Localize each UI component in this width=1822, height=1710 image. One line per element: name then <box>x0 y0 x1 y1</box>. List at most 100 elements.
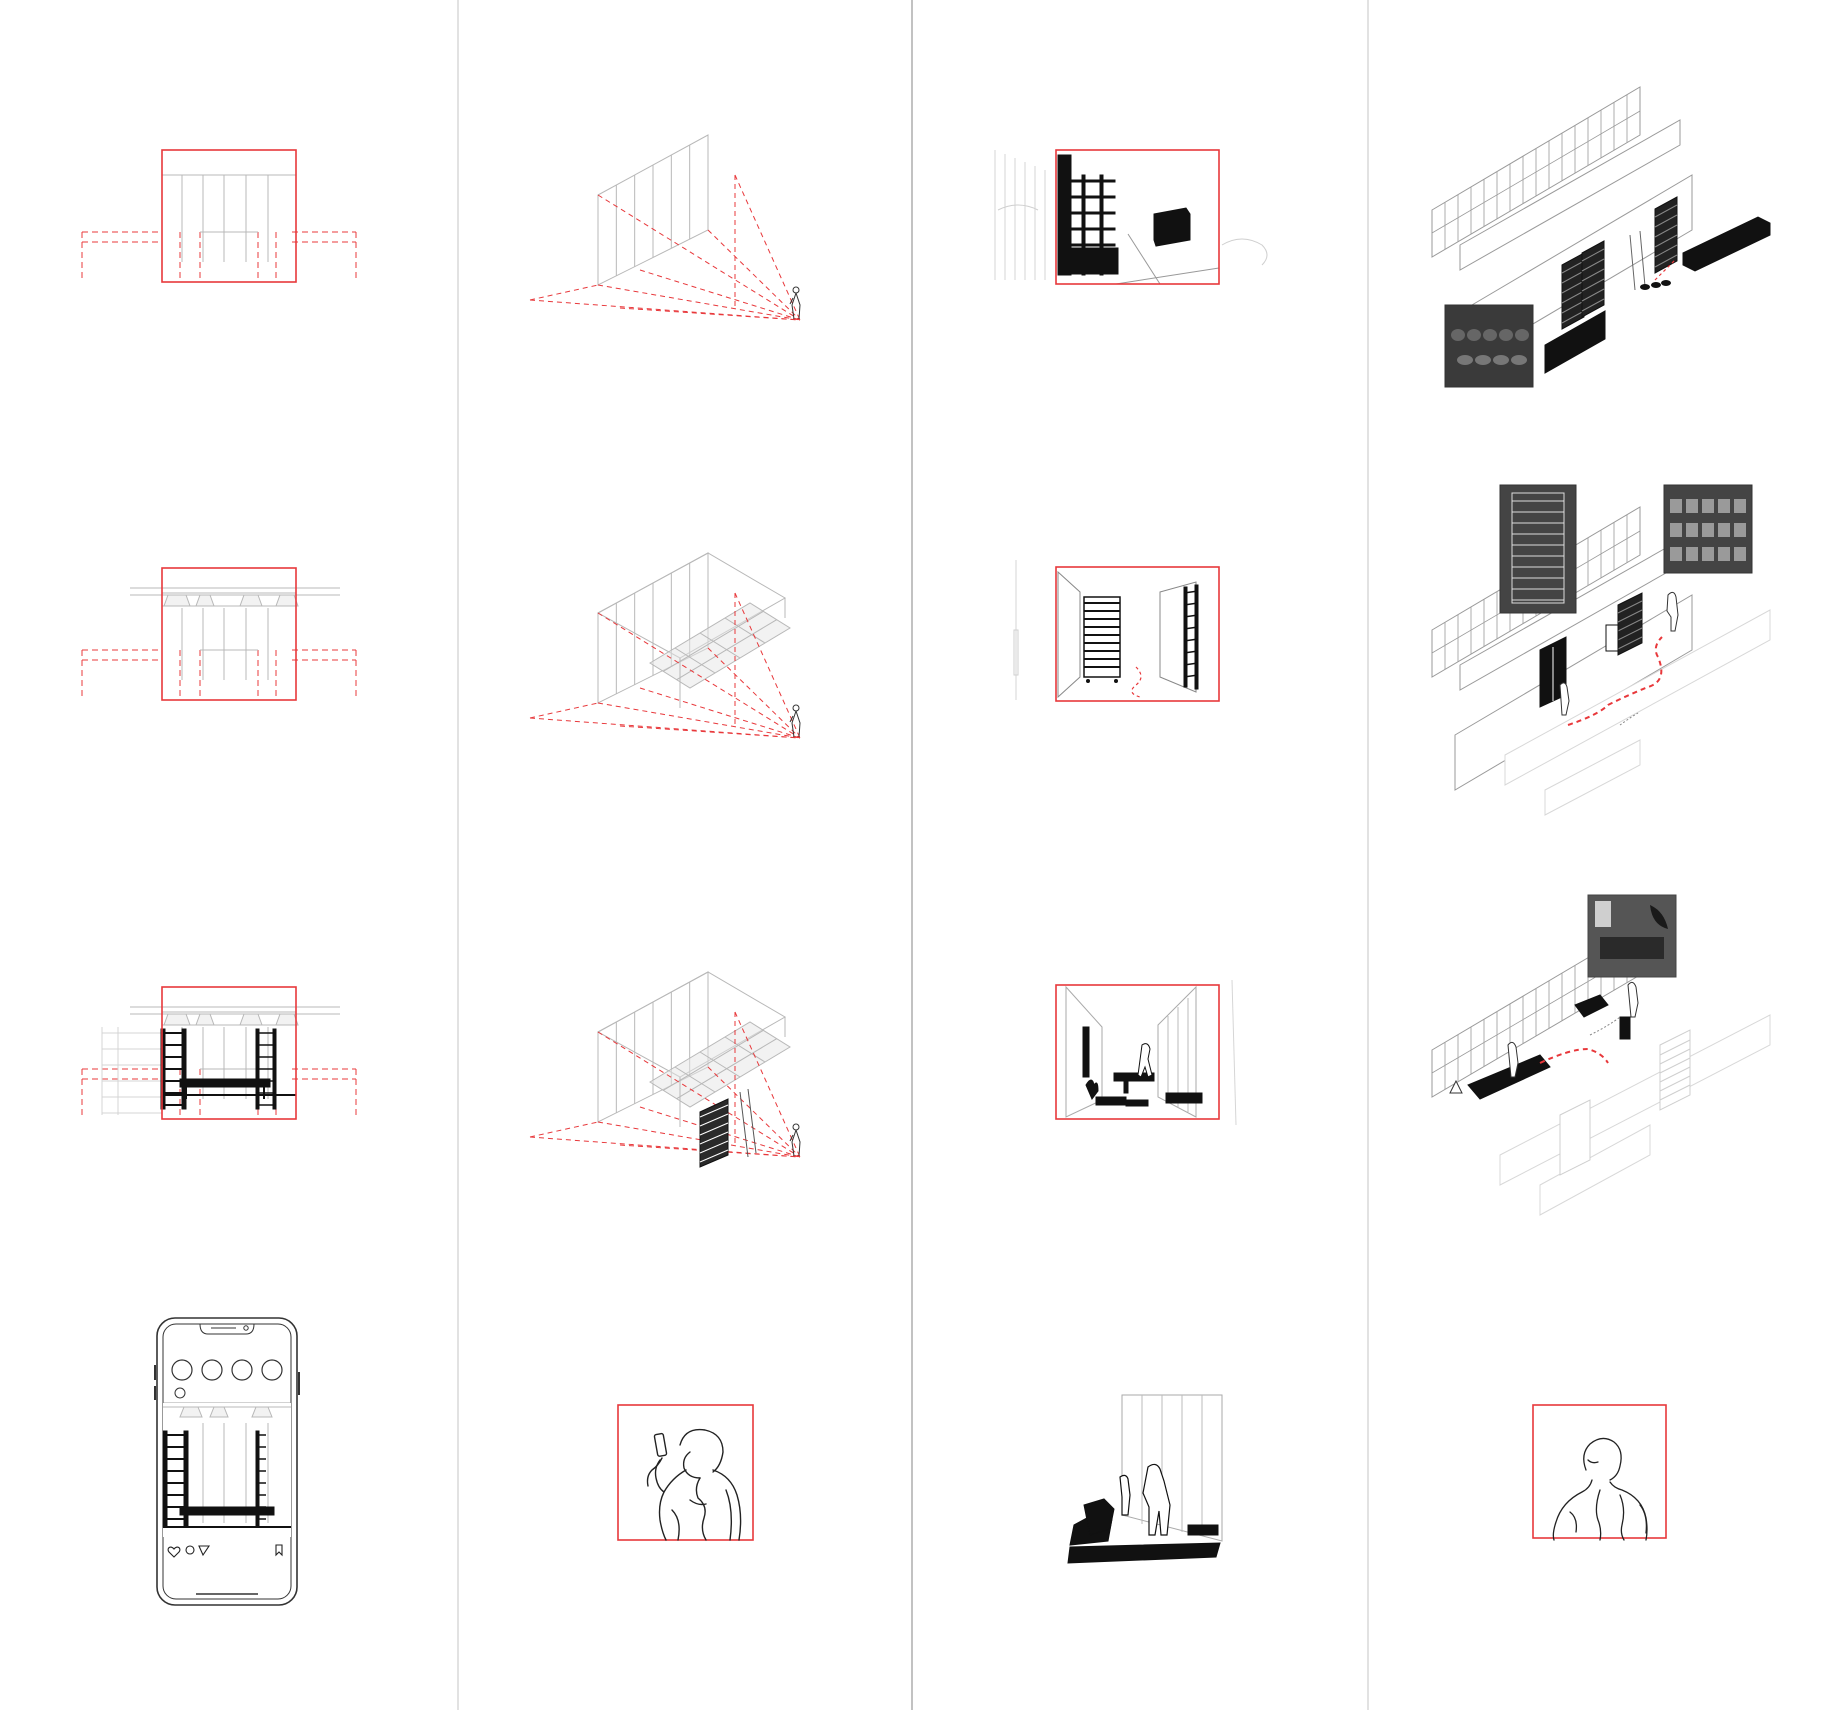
shelf-board <box>1070 243 1116 247</box>
send-icon[interactable] <box>198 1545 211 1557</box>
shelf-board <box>1581 258 1605 272</box>
sight-line <box>639 687 801 739</box>
shelf-board <box>1561 300 1585 314</box>
sight-line <box>619 725 801 739</box>
red-frame <box>1055 149 1220 285</box>
photo-detail <box>1734 499 1746 513</box>
panel-interior-view-1 <box>994 149 1268 285</box>
sofa <box>1187 1524 1219 1536</box>
shelving-faint <box>1659 1029 1691 1111</box>
shelf-board <box>1617 609 1643 623</box>
panel-interior-view-4 <box>1067 1394 1223 1564</box>
phone-camera <box>243 1325 249 1331</box>
beam <box>195 1013 215 1026</box>
left-wall <box>1057 570 1081 699</box>
shelf-board <box>1581 278 1605 292</box>
plant <box>1085 1079 1099 1100</box>
panel-figure-viewer <box>1532 1404 1667 1541</box>
sight-line <box>529 702 599 719</box>
shelf-board <box>1070 227 1116 231</box>
shelf-board <box>1183 602 1199 606</box>
beam <box>239 1013 263 1026</box>
shelf-board <box>1183 626 1199 630</box>
beam <box>275 594 299 607</box>
ladder <box>1629 234 1636 291</box>
door-dark <box>1082 1026 1090 1078</box>
phone-body <box>156 1317 298 1606</box>
shelf-post <box>1194 584 1199 690</box>
story-circle <box>231 1359 253 1381</box>
sight-line <box>707 647 801 739</box>
red-frame <box>161 986 297 1120</box>
photo-detail <box>1718 523 1730 537</box>
beam <box>275 1013 299 1026</box>
bench-top <box>179 1078 271 1088</box>
table <box>1113 1072 1155 1082</box>
black-box <box>1153 207 1191 247</box>
sight-line <box>707 229 801 321</box>
sofa <box>1165 1092 1203 1104</box>
reference-photo <box>1444 304 1534 388</box>
comment-icon[interactable] <box>185 1545 195 1555</box>
canopy-grid <box>676 1038 777 1100</box>
person-head <box>792 286 800 294</box>
floor-shadow <box>1067 1542 1221 1564</box>
beam <box>251 1406 273 1418</box>
panel-axonometric-1 <box>1431 86 1771 388</box>
cart <box>1605 624 1619 652</box>
shelf-board <box>1070 195 1116 199</box>
person-body <box>789 710 801 738</box>
shelf-board <box>1617 627 1643 641</box>
path-marks <box>1589 1016 1621 1036</box>
photo-detail <box>1451 329 1465 341</box>
cabinet <box>1619 1016 1631 1040</box>
photo-detail <box>1467 329 1481 341</box>
photo-detail <box>1734 547 1746 561</box>
panel-perspective-wall <box>529 134 801 321</box>
canopy-grid <box>676 619 777 681</box>
panel-axonometric-2 <box>1431 484 1771 816</box>
photo-detail <box>1499 329 1513 341</box>
bench-block <box>1682 216 1771 272</box>
walk-path <box>1654 259 1676 281</box>
shelf-board <box>1659 1084 1691 1101</box>
photo-detail <box>1718 547 1730 561</box>
ladder <box>747 1088 757 1154</box>
photo-window <box>1595 901 1611 927</box>
shelf-board <box>699 1104 729 1118</box>
beam <box>239 594 263 607</box>
canopy-grid <box>674 647 716 674</box>
armchair <box>1083 1498 1115 1536</box>
shelf-board <box>699 1113 729 1127</box>
shelf-board <box>1183 614 1199 618</box>
beam <box>179 1406 203 1418</box>
bookmark-icon[interactable] <box>275 1544 283 1557</box>
bench-top <box>179 1506 275 1516</box>
photo-detail <box>1515 329 1529 341</box>
panel-figure-photographer <box>617 1404 754 1541</box>
rack-frame <box>1083 596 1121 678</box>
shelf-board <box>1561 280 1585 294</box>
reference-photo <box>1499 484 1577 614</box>
photo-detail <box>1686 547 1698 561</box>
shelf-board <box>1617 618 1643 632</box>
wall-2 <box>1459 119 1681 271</box>
basket <box>1661 280 1671 286</box>
photo-detail <box>1475 355 1491 365</box>
panel-elevation-canopy <box>81 567 357 701</box>
person <box>1627 981 1639 1018</box>
sight-line <box>529 1121 599 1138</box>
photo-detail <box>1493 355 1509 365</box>
photo-detail <box>1670 547 1682 561</box>
shelf-post <box>1099 174 1104 276</box>
shelf-board <box>1183 662 1199 666</box>
sight-line <box>597 702 801 739</box>
red-frame <box>1532 1404 1667 1539</box>
shelf-board <box>1659 1075 1691 1092</box>
phone-notch <box>199 1323 255 1335</box>
heart-icon[interactable] <box>167 1546 181 1558</box>
photo-plant <box>1650 905 1668 929</box>
sight-line <box>707 1066 801 1158</box>
sight-line <box>597 1031 801 1158</box>
context-door <box>1013 629 1019 676</box>
